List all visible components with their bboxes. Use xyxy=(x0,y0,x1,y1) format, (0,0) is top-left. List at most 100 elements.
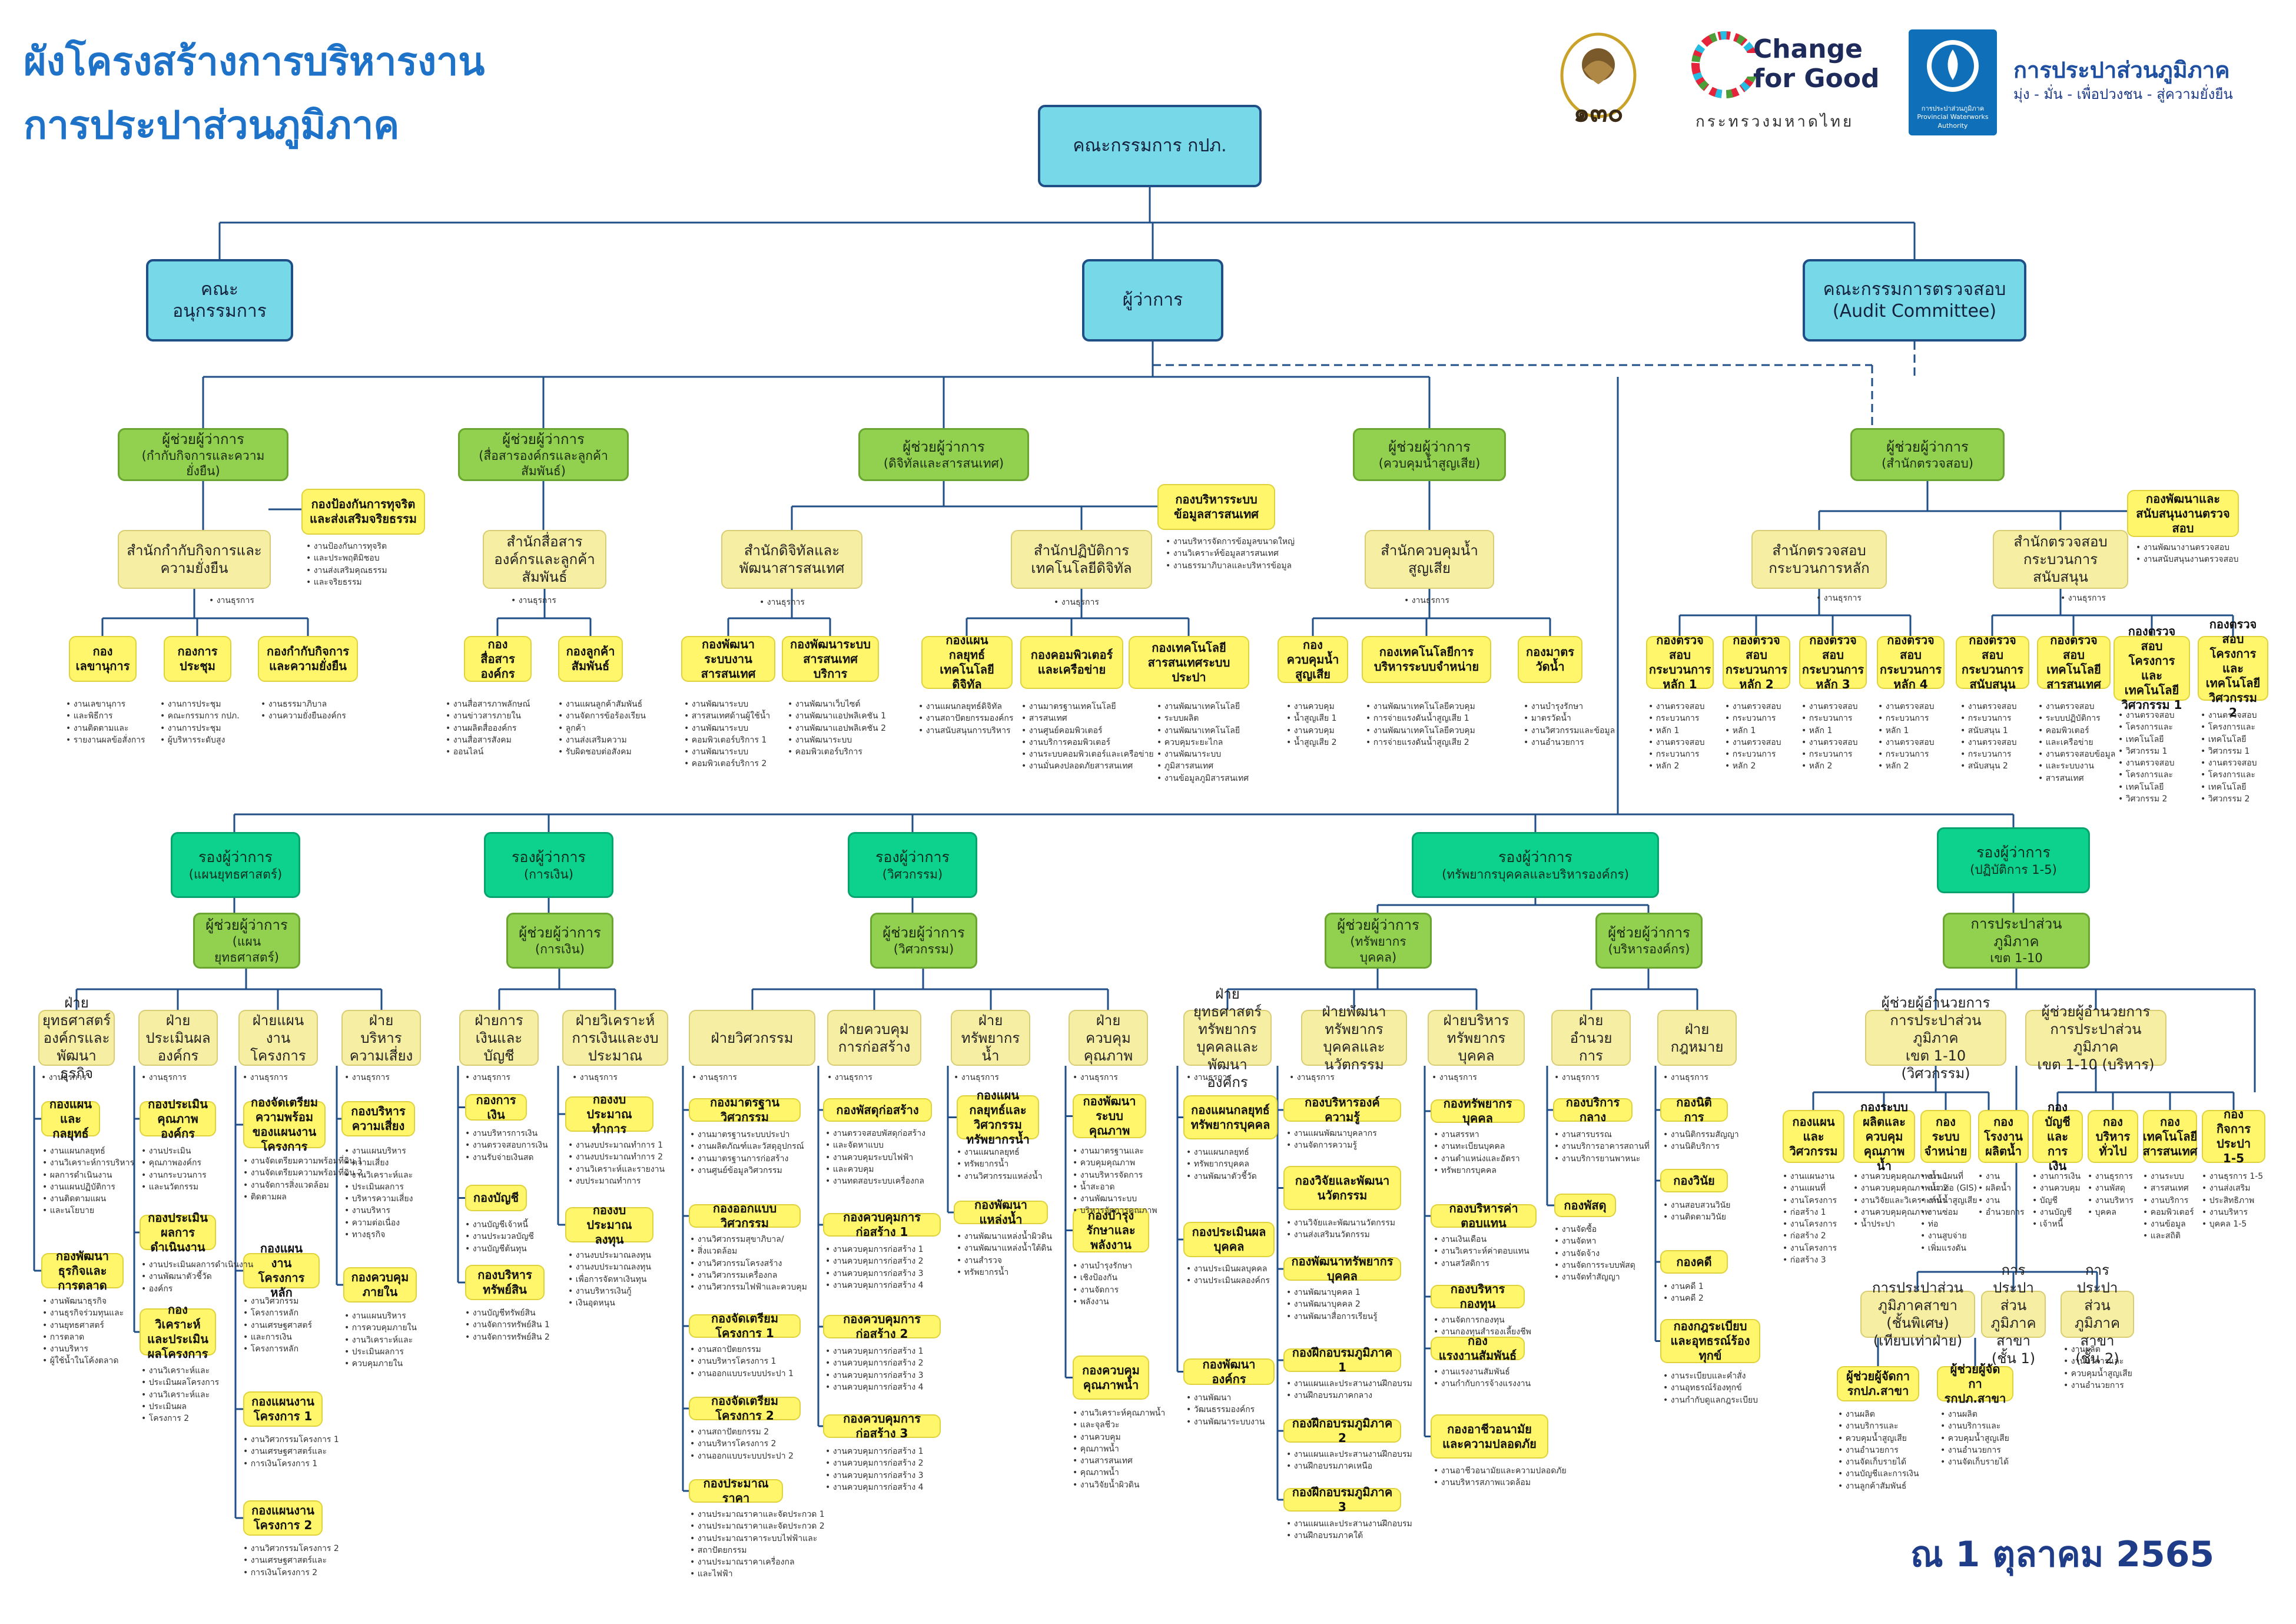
node-title: กองบัญชีและการเงิน xyxy=(2045,1099,2071,1173)
task-item: • ความเสี่ยง xyxy=(344,1158,389,1168)
task-list: • งานธุรการ xyxy=(1054,596,1099,608)
task-item: • องค์กร xyxy=(141,1284,173,1294)
task-list: • งานธุรการ xyxy=(344,1072,390,1083)
task-item: • กระบวนการ xyxy=(1878,750,1929,760)
node-title: กองระบบผลิตและควบคุมคุณภาพน้ำ xyxy=(1860,1099,1908,1173)
node-dept-risk: ฝ่ายบริหารความเสี่ยง xyxy=(341,1010,421,1066)
task-item: • งานธุรการ xyxy=(1663,1073,1708,1082)
task-list: • งานผลิต• งานบริการและ• ควบคุมน้ำสูญเสี… xyxy=(1838,1408,1919,1492)
task-list: • งานจัดการกองทุน• งานกองทุนสำรองเลี้ยงช… xyxy=(1434,1314,1531,1338)
task-item: • หลัก 1 xyxy=(1725,725,1756,735)
node-title: กองควบคุมคุณภาพน้ำ xyxy=(1082,1363,1140,1392)
task-item: • งานบำรุงรักษา xyxy=(1524,702,1584,711)
task-item: • งานตรวจสอบ xyxy=(1648,737,1705,747)
task-item: • ออนไลน์ xyxy=(446,747,484,757)
task-item: • งานระบบคอมพิวเตอร์และเครือข่าย xyxy=(1021,750,1154,760)
task-item: • งานอาชีวอนามัยและความปลอดภัย xyxy=(1434,1466,1567,1476)
node-title: กองฝึกอบรมภูมิภาค 1 xyxy=(1292,1345,1393,1374)
node-title: กองวินัย xyxy=(1673,1173,1715,1188)
task-item: • ประสิทธิภาพ xyxy=(2202,1195,2255,1205)
task-item: • สถาปัตยกรรม xyxy=(690,1545,747,1555)
node-title: คณะกรรมการ กปภ. xyxy=(1073,135,1227,157)
task-item: • งาน xyxy=(1978,1195,2000,1205)
node-title: กองตรวจสอบกระบวนการสนับสนุน xyxy=(1961,633,2024,691)
task-list: • งานควบคุมการก่อสร้าง 1• งานควบคุมการก่… xyxy=(825,1446,924,1493)
task-item: • งานวิเคราะห์การบริหาร xyxy=(42,1158,134,1168)
task-item: • งานบริหาร xyxy=(344,1206,390,1216)
task-item: • งานศูนย์คอมพิวเตอร์ xyxy=(1021,725,1103,735)
task-item: • งานจัดเก็บรายได้ xyxy=(1838,1457,1907,1467)
task-list: • งานประมาณราคาและจัดประกวด 1• งานประมาณ… xyxy=(690,1509,825,1580)
node-title: กองการเงิน xyxy=(476,1092,516,1122)
task-item: • งานจัดทำสัญญา xyxy=(1554,1272,1620,1282)
node-subtitle: (ปฏิบัติการ 1-5) xyxy=(1970,862,2057,877)
task-item: • งานพัฒนาสื่อการเรียนรู้ xyxy=(1286,1311,1378,1321)
task-item: • งานประเมินผลการดำเนินงาน xyxy=(141,1260,254,1270)
node-title: กองพัฒนาและสนับสนุนงานตรวจสอบ xyxy=(2136,491,2230,535)
task-list: • งานวิเคราะห์และ• ประเมินผลโครงการ• งาน… xyxy=(141,1365,219,1424)
node-title: รองผู้ว่าการ xyxy=(198,849,273,866)
task-item: • งานจัดการทรัพย์สิน 1 xyxy=(465,1320,550,1330)
task-item: • งานธรรมาภิบาลและบริหารข้อมูล xyxy=(1166,561,1292,571)
task-item: • งานเศรษฐศาสตร์และ xyxy=(243,1556,327,1566)
node-dept-engineering: ฝ่ายวิศวกรรม xyxy=(689,1010,815,1066)
task-item: • ทรัพยากรบุคคล xyxy=(1186,1159,1249,1169)
node-title: กองบริการกลาง xyxy=(1565,1095,1620,1124)
pwa-logo: การประปาส่วนภูมิภาค Provincial Waterwork… xyxy=(1909,29,1997,135)
task-item: • งานกำกับการจ้างแรงงาน xyxy=(1434,1379,1531,1389)
for-good-text: for Good xyxy=(1753,64,1880,94)
task-list: • งานธุรการ xyxy=(572,1072,618,1083)
task-list: • งานสารบรรณ• งานบริการอาคารสถานที่• งาน… xyxy=(1554,1129,1650,1165)
task-item: • งานพัฒนาระบบ xyxy=(684,723,749,733)
task-item: • งานงบประมาณลงทุน xyxy=(568,1262,651,1272)
node-title: กองตรวจสอบกระบวนการหลัก 2 xyxy=(1725,633,1788,691)
task-list: • งานบริหารการเงิน• งานตรวจสอบการเงิน• ง… xyxy=(465,1128,548,1164)
task-item: • งานพัสดุ xyxy=(2088,1184,2125,1194)
node-reg-div-acc: กองบัญชีและการเงิน xyxy=(2032,1100,2083,1173)
task-item: • งานแผนบริหาร xyxy=(344,1311,406,1321)
node-d-hr-develop: กองพัฒนาทรัพยากรบุคคล xyxy=(1283,1254,1401,1283)
node-div-gov-compliance: กองกำกับกิจการและความยั่งยืน xyxy=(258,636,358,682)
task-item: • งานสื่อสารสังคม xyxy=(446,735,512,745)
node-title: กองเทคโนโลยีสารสนเทศระบบประปา xyxy=(1147,640,1230,684)
node-subtitle: (ทรัพยากรบุคคลและบริหารองค์กร) xyxy=(1442,867,1629,881)
task-list: • งานตรวจสอบ• โครงการและ• เทคโนโลยี• วิศ… xyxy=(2118,710,2175,805)
node-d-case: กองคดี xyxy=(1660,1250,1728,1274)
node-title: กองแผนงานโครงการ 1 xyxy=(251,1394,314,1423)
node-title: กองพัฒนาธุรกิจและการตลาด xyxy=(55,1248,110,1292)
task-list: • งานวิเคราะห์คุณภาพน้ำ• และจุลชีวะ• งาน… xyxy=(1073,1407,1165,1491)
node-asst-region-eng: ผู้ช่วยผู้อำนวยการการประปาส่วนภูมิภาคเขต… xyxy=(1865,995,2006,1082)
task-list: • งานการเงิน• งานควบคุม• บัญชี• งานบัญชี… xyxy=(2032,1171,2081,1230)
task-list: • งานงบประมาณทำการ 1• งานงบประมาณทำการ 2… xyxy=(568,1139,665,1187)
node-d-risk: กองบริหารความเสี่ยง xyxy=(341,1101,415,1136)
task-item: • งานวิจัยน้ำผิวดิน xyxy=(1073,1480,1140,1490)
node-asst-admin: ผู้ช่วยผู้ว่าการ(บริหารองค์กร) xyxy=(1595,913,1703,969)
task-item: • คอมพิวเตอร์บริการ xyxy=(788,747,862,757)
node-div-audit-it: กองตรวจสอบเทคโนโลยีสารสนเทศ xyxy=(2037,633,2111,691)
node-title: การประปาส่วนภูมิภาค xyxy=(1970,916,2062,950)
task-item: • งานจัดจ้าง xyxy=(1554,1248,1600,1258)
task-list: • งานเงินเดือน• งานวิเคราะห์ค่าตอบแทน• ง… xyxy=(1434,1234,1529,1270)
node-title: กองแผนกลยุทธ์ทรัพยากรบุคคล xyxy=(1190,1102,1270,1132)
task-item: • เงินอุดหนุน xyxy=(568,1298,615,1308)
node-div-it-infra: กองเทคโนโลยีสารสนเทศระบบประปา xyxy=(1129,636,1249,689)
task-item: • งานบริการ xyxy=(2143,1195,2189,1205)
task-item: • และเครือข่าย xyxy=(2038,737,2093,747)
task-item: • ควบคุมน้ำสูญเสีย xyxy=(1940,1433,2009,1443)
node-dept-legal: ฝ่ายกฎหมาย xyxy=(1657,1010,1737,1066)
node-title: ฝ่ายยุทธศาสตร์ทรัพยากรบุคคลและพัฒนาองค์ก… xyxy=(1193,985,1262,1091)
node-title: ฝ่ายวิศวกรรม xyxy=(711,1029,794,1046)
task-list: • งานวิศวกรรมโครงการ 1• งานเศรษฐศาสตร์แล… xyxy=(243,1434,339,1470)
task-list: • งานพัฒนาเทคโนโลยี• ระบบผลิต• งานพัฒนาเ… xyxy=(1157,701,1249,784)
task-list: • งานตรวจสอบ• กระบวนการ• หลัก 1• งานตรวจ… xyxy=(1725,701,1781,773)
node-office-audit-support: สำนักตรวจสอบกระบวนการสนับสนุน xyxy=(1993,530,2128,589)
task-list: • งานธุรการ xyxy=(1554,1072,1600,1083)
task-item: • หลัก 2 xyxy=(1801,761,1833,771)
node-governor: ผู้ว่าการ xyxy=(1082,259,1223,342)
node-title: กองบัญชี xyxy=(473,1191,519,1205)
node-title: สำนักกำกับกิจการและความยั่งยืน xyxy=(127,542,262,576)
task-list: • งานธุรการ xyxy=(243,1072,288,1083)
node-d-discipline: กองวินัย xyxy=(1660,1169,1728,1192)
task-item: • ท่อ xyxy=(1920,1219,1939,1229)
task-item: • งานนิติบริการ xyxy=(1663,1142,1720,1152)
